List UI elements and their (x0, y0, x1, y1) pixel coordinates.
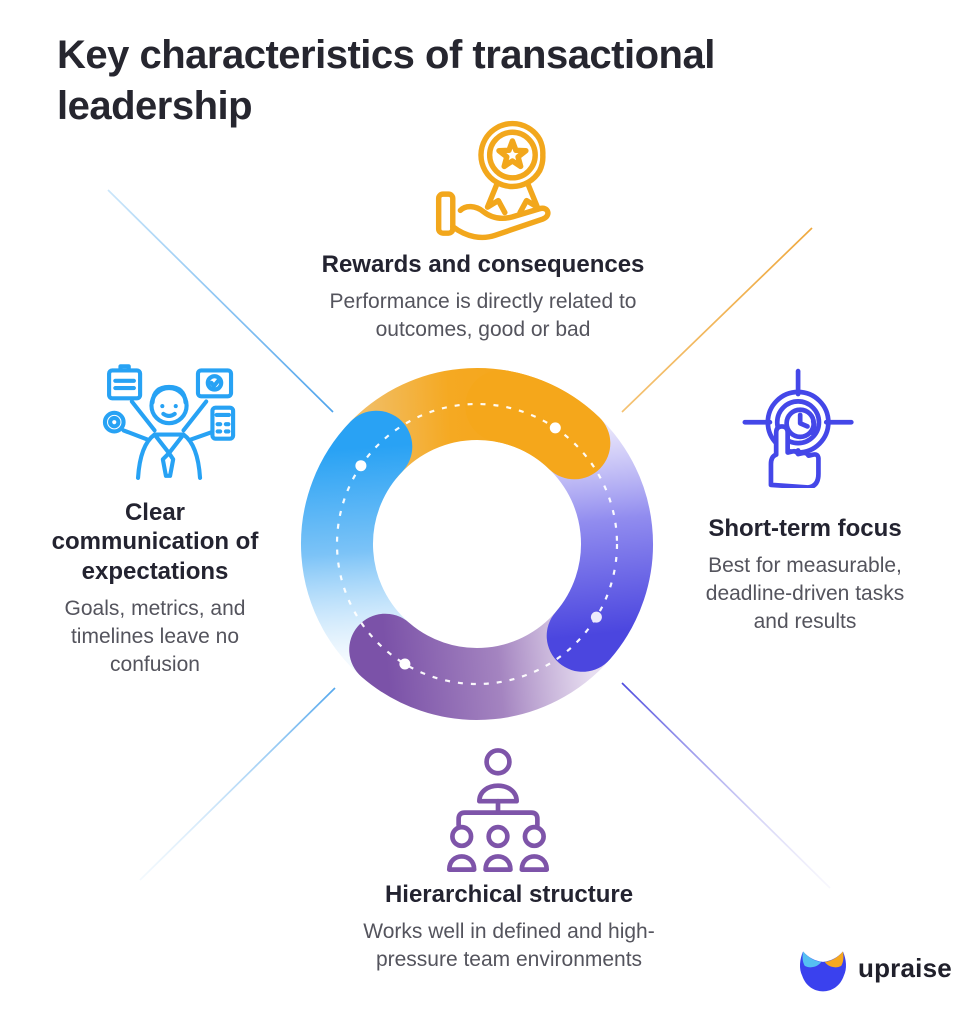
feature-title: Short-term focus (708, 515, 902, 542)
feature-title: Rewards and consequences (321, 251, 645, 278)
upraise-logo-mark-icon (799, 951, 847, 992)
diagonal-line-bottom-left (139, 687, 336, 881)
cycle-node-dots (355, 422, 602, 670)
diagonal-line-top-right (621, 227, 813, 413)
feature-description: Performance is directly related to outco… (329, 290, 637, 342)
upraise-logo: upraise (797, 942, 952, 994)
dashed-cycle-path (335, 402, 619, 686)
feature-short-term-focus: Short-term focus Best for measurable, de… (690, 514, 920, 636)
feature-hierarchical-structure: Hierarchical structure Works well in def… (329, 880, 689, 974)
donut-cycle-diagram (301, 368, 653, 720)
feature-title: Hierarchical structure (384, 881, 634, 908)
upraise-logo-text: upraise (858, 952, 952, 983)
feature-description: Works well in defined and high-pressure … (363, 920, 655, 972)
award-hand-icon (435, 120, 551, 241)
target-clock-icon (742, 368, 854, 488)
feature-description: Best for measurable, deadline-driven tas… (705, 554, 905, 634)
feature-description: Goals, metrics, and timelines leave no c… (64, 596, 246, 676)
diagonal-line-bottom-right (621, 682, 831, 889)
feature-title: Clear communication of expectations (51, 499, 259, 585)
feature-rewards: Rewards and consequences Performance is … (311, 250, 655, 344)
segment-rewards-yellow-head (465, 370, 611, 480)
page-title: Key characteristics of transactional lea… (57, 33, 715, 129)
org-chart-icon (446, 748, 550, 872)
feature-clear-communication: Clear communication of expectations Goal… (33, 498, 277, 679)
multitasking-person-icon (102, 364, 236, 480)
diagonal-line-top-left (107, 189, 334, 413)
